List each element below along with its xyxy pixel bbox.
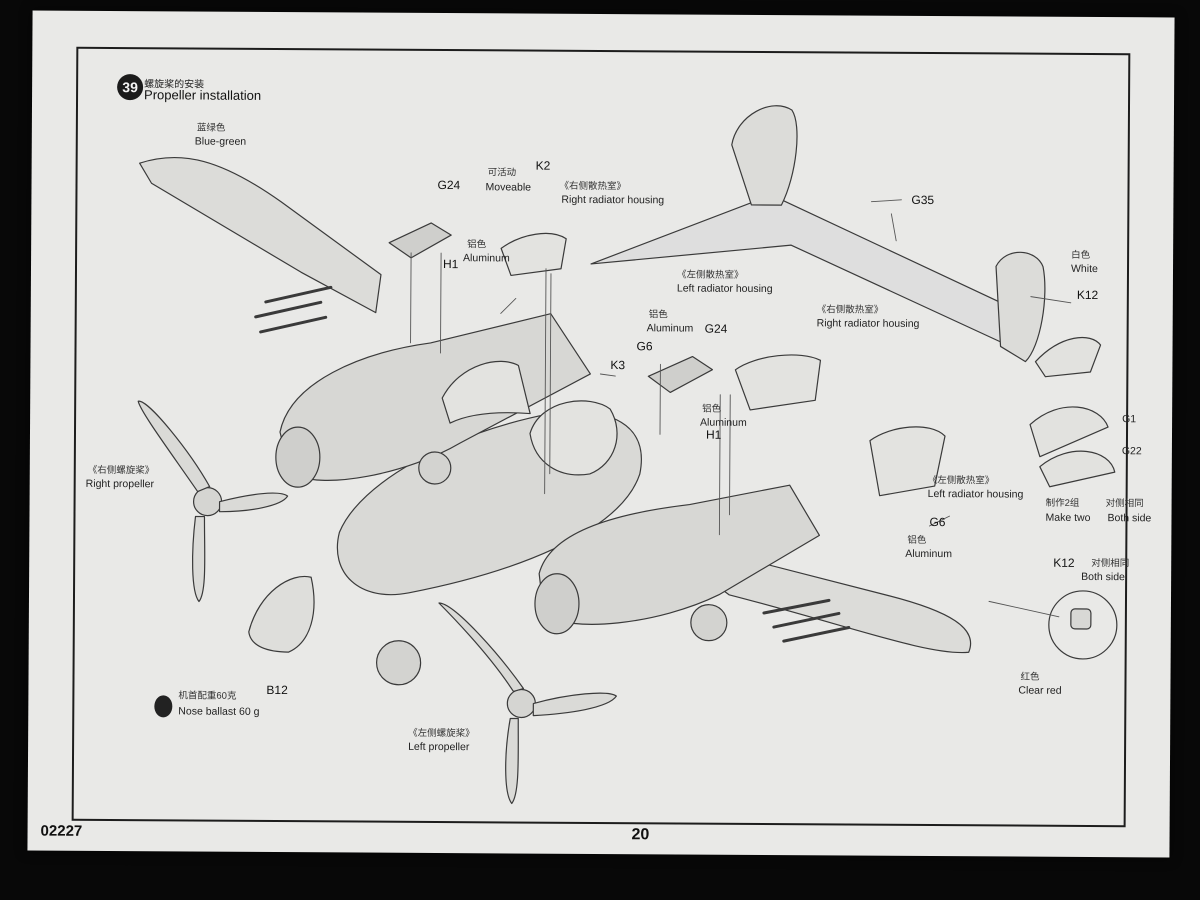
label-right-radiator-mid-en: Right radiator housing (816, 317, 920, 330)
part-k3: K3 (610, 358, 626, 373)
part-g24-mid: G24 (704, 321, 728, 336)
label-white-en: White (1070, 262, 1098, 276)
label-left-propeller-en: Left propeller (408, 740, 470, 754)
part-k12-bottom: K12 (1053, 555, 1075, 570)
label-right-radiator-mid-cn: 《右侧散热室》 (816, 304, 884, 316)
label-left-radiator-bottom-en: Left radiator housing (927, 487, 1024, 501)
label-right-propeller-en: Right propeller (85, 477, 155, 491)
label-aluminum-mid-en: Aluminum (646, 322, 694, 335)
instruction-sheet: 39 螺旋桨的安装 Propeller installation (27, 10, 1175, 858)
label-right-radiator-top-cn: 《右侧散热室》 (559, 180, 627, 193)
part-g35: G35 (911, 192, 935, 208)
weight-icon (154, 695, 173, 718)
label-clear-red-cn: 红色 (1020, 671, 1040, 683)
page-number: 20 (631, 826, 650, 844)
label-aluminum-top-cn: 铝色 (467, 239, 487, 251)
label-moveable-en: Moveable (485, 181, 532, 194)
label-aluminum-top-en: Aluminum (463, 252, 510, 265)
part-g24-top: G24 (437, 177, 461, 193)
label-right-radiator-top-en: Right radiator housing (561, 193, 665, 207)
label-both-side-bottom-en: Both side (1081, 570, 1125, 584)
part-h1-mid: H1 (705, 427, 722, 442)
label-blue-green-en: Blue-green (194, 135, 247, 148)
part-g6-bottom: G6 (929, 515, 946, 530)
part-k2: K2 (535, 158, 551, 173)
label-right-propeller-cn: 《右侧螺旋桨》 (87, 464, 155, 477)
label-aluminum-h1-cn: 铝色 (702, 403, 722, 415)
label-white-cn: 白色 (1071, 249, 1091, 261)
label-left-radiator-top-en: Left radiator housing (676, 282, 773, 296)
part-g22: G22 (1121, 445, 1142, 458)
label-both-side-top-cn: 对侧相同 (1105, 498, 1144, 510)
part-k12-top: K12 (1076, 287, 1099, 303)
part-b12: B12 (266, 682, 288, 698)
label-aluminum-bottom-cn: 铝色 (907, 534, 927, 546)
label-both-side-bottom-cn: 对侧相同 (1091, 557, 1130, 570)
label-nose-ballast-cn: 机首配重60克 (178, 690, 237, 702)
part-g6-mid: G6 (636, 339, 653, 354)
label-clear-red-en: Clear red (1018, 684, 1062, 697)
product-code: 02227 (40, 822, 83, 840)
label-make-two-cn: 制作2组 (1045, 497, 1080, 509)
label-aluminum-bottom-en: Aluminum (905, 547, 952, 561)
part-h1-top: H1 (442, 257, 459, 272)
label-left-radiator-top-cn: 《左侧散热室》 (676, 269, 744, 281)
label-make-two-en: Make two (1045, 511, 1091, 524)
label-moveable-cn: 可活动 (487, 167, 517, 179)
label-both-side-top-en: Both side (1107, 512, 1152, 525)
label-aluminum-mid-cn: 铝色 (648, 309, 668, 321)
label-left-radiator-bottom-cn: 《左侧散热室》 (927, 474, 995, 487)
aircraft-exploded-diagram (137, 105, 1118, 805)
part-g1: G1 (1122, 413, 1137, 426)
label-blue-green-cn: 蓝绿色 (196, 122, 226, 134)
label-left-propeller-cn: 《左侧螺旋桨》 (408, 727, 475, 740)
label-nose-ballast-en: Nose ballast 60 g (178, 705, 260, 718)
